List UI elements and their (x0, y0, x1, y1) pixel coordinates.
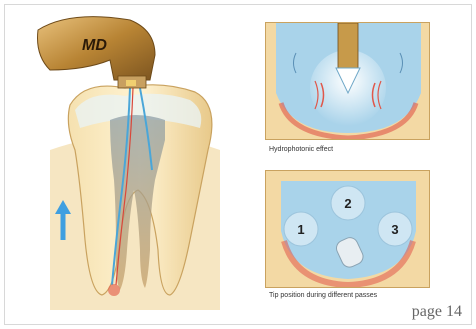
hydrophotonic-panel (265, 22, 430, 140)
position-label-2: 2 (344, 196, 351, 211)
position-label-3: 3 (391, 222, 398, 237)
tip-position-caption: Tip position during different passes (269, 292, 377, 299)
apex-glow (108, 284, 120, 296)
position-label-1: 1 (297, 222, 304, 237)
brand-label: MD (82, 37, 107, 54)
tip-position-panel: 1 2 3 (265, 170, 430, 288)
laser-tip (338, 23, 358, 68)
tooth-illustration: MD (30, 10, 240, 310)
page-number: page 14 (412, 303, 462, 321)
hydrophotonic-caption: Hydrophotonic effect (269, 146, 333, 153)
